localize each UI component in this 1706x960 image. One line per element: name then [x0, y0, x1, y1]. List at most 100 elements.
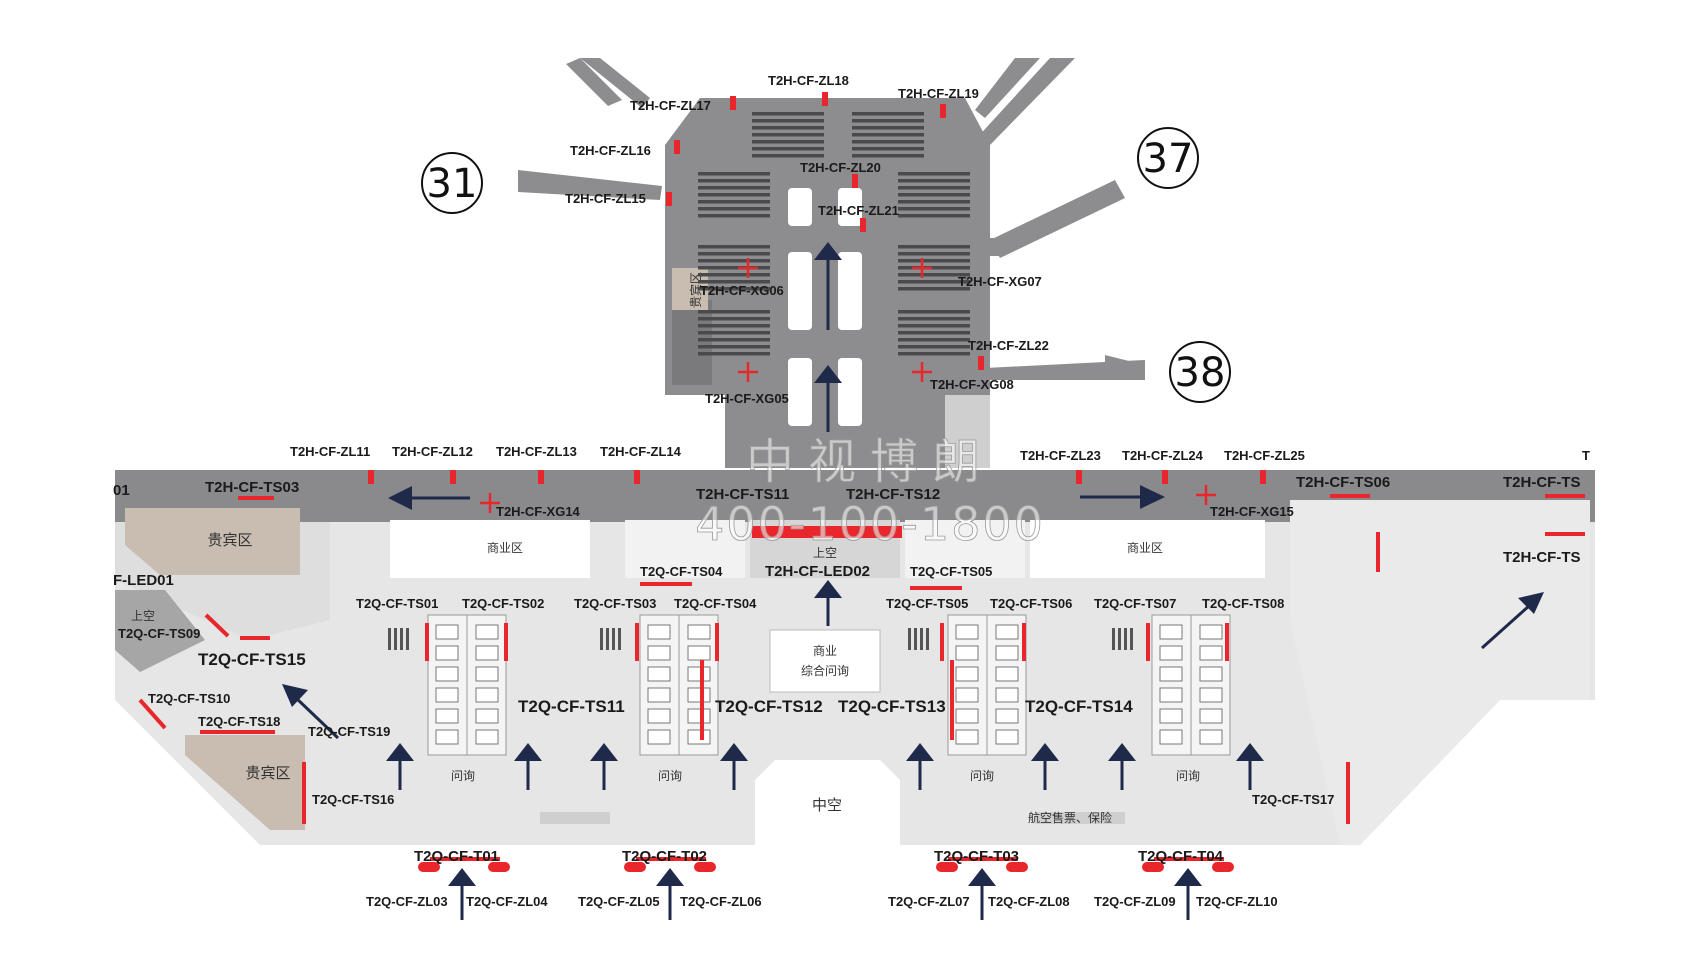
label-q-ts19: T2Q-CF-TS19 [308, 724, 390, 739]
queue-marker [400, 628, 403, 650]
seat-row [752, 119, 824, 123]
counter-desk [475, 624, 499, 640]
seat-row [898, 345, 970, 349]
arrow-shaft [1480, 603, 1532, 650]
seat-row [852, 133, 924, 137]
counter-desk [435, 687, 459, 703]
commercial-left-label: 商业区 [487, 540, 523, 555]
label-q-zl10: T2Q-CF-ZL10 [1196, 894, 1278, 909]
label-q-ts05: T2Q-CF-TS05 [886, 596, 968, 611]
seat-row [898, 273, 970, 277]
counter-desk [687, 687, 711, 703]
counter-desk [475, 645, 499, 661]
arrow-head [814, 580, 842, 598]
arrow-head [386, 743, 414, 761]
counter-desk [955, 687, 979, 703]
label-q-zl03: T2Q-CF-ZL03 [366, 894, 448, 909]
counter-desk [475, 708, 499, 724]
counter-desk [1159, 645, 1183, 661]
counter-desk [995, 687, 1019, 703]
seat-row [698, 193, 770, 197]
xg-cross-markers [480, 258, 1216, 513]
label-ts06: T2H-CF-TS06 [1296, 474, 1390, 491]
seat-row [698, 172, 770, 176]
label-ts11: T2H-CF-TS11 [696, 486, 789, 503]
label-led02: T2H-CF-LED02 [765, 563, 870, 580]
queue-marker [606, 628, 609, 650]
queue-marker [926, 628, 929, 650]
counter-desk [955, 729, 979, 745]
queue-marker [394, 628, 397, 650]
seat-row [698, 186, 770, 190]
counter-desk [687, 645, 711, 661]
gate-ad-markers [418, 857, 1234, 872]
inquiry-label-2: 问询 [658, 769, 682, 783]
seat-row [698, 287, 770, 291]
label-zl21: T2H-CF-ZL21 [818, 203, 899, 218]
queue-marker [600, 628, 603, 650]
seat-row [698, 310, 770, 314]
counter-desk [995, 708, 1019, 724]
seat-row [752, 126, 824, 130]
counter-desk [1199, 666, 1223, 682]
label-q-ts04-top: T2Q-CF-TS04 [640, 564, 723, 579]
watermark-phone: 400-100-1800 [695, 497, 1045, 551]
seat-row [698, 245, 770, 249]
label-ts-right-top: T2H-CF-TS [1503, 474, 1581, 491]
label-q-ts01: T2Q-CF-TS01 [356, 596, 438, 611]
counter-desk [647, 729, 671, 745]
arrow-head [814, 365, 842, 383]
arrow-left-head [388, 486, 412, 510]
seat-row [898, 172, 970, 176]
seat-row [752, 133, 824, 137]
label-q-ts07: T2Q-CF-TS07 [1094, 596, 1176, 611]
seat-row [898, 317, 970, 321]
label-zl19: T2H-CF-ZL19 [898, 86, 979, 101]
label-ts03: T2H-CF-TS03 [205, 479, 299, 496]
seat-row [698, 317, 770, 321]
commercial-right-label: 商业区 [1127, 540, 1163, 555]
label-xg08: T2H-CF-XG08 [930, 377, 1014, 392]
gate-31: 31 [421, 152, 483, 214]
label-q-t03: T2Q-CF-T03 [934, 848, 1019, 865]
label-xg15: T2H-CF-XG15 [1210, 504, 1294, 519]
vip-left-lower-label: 贵宾区 [245, 764, 290, 782]
label-xg14: T2H-CF-XG14 [496, 504, 581, 519]
arrow-shaft [293, 695, 340, 740]
ad-markers-angled [138, 613, 230, 730]
seat-row [898, 338, 970, 342]
counter-desk [1159, 708, 1183, 724]
seat-row [898, 252, 970, 256]
seat-row [698, 214, 770, 218]
label-zl15: T2H-CF-ZL15 [565, 191, 646, 206]
label-q-ts18: T2Q-CF-TS18 [198, 714, 280, 729]
inquiry-label-3: 问询 [970, 769, 994, 783]
arrow-head [814, 242, 842, 260]
seat-row [898, 193, 970, 197]
counter-desk [1159, 687, 1183, 703]
inquiry-label-4: 问询 [1176, 769, 1200, 783]
seat-row [852, 154, 924, 158]
label-zl12: T2H-CF-ZL12 [392, 444, 473, 459]
seat-row [898, 207, 970, 211]
label-q-zl06: T2Q-CF-ZL06 [680, 894, 762, 909]
seat-row [698, 273, 770, 277]
pier-columns [788, 188, 862, 426]
label-q-zl09: T2Q-CF-ZL09 [1094, 894, 1176, 909]
seat-row [852, 140, 924, 144]
arrow-diag-head [282, 684, 308, 707]
label-q-ts15: T2Q-CF-TS15 [198, 650, 306, 669]
label-q-t02: T2Q-CF-T02 [622, 848, 707, 865]
right-wing [1290, 500, 1590, 845]
queue-marker [388, 628, 391, 650]
counter-desk [687, 708, 711, 724]
label-zl23: T2H-CF-ZL23 [1020, 448, 1101, 463]
label-q-ts17: T2Q-CF-TS17 [1252, 792, 1334, 807]
seat-row [852, 112, 924, 116]
jet-bridges [518, 58, 1145, 380]
arrow-head [1031, 743, 1059, 761]
seat-row [898, 280, 970, 284]
commercial-info-desk [769, 629, 881, 693]
queue-marker [920, 628, 923, 650]
